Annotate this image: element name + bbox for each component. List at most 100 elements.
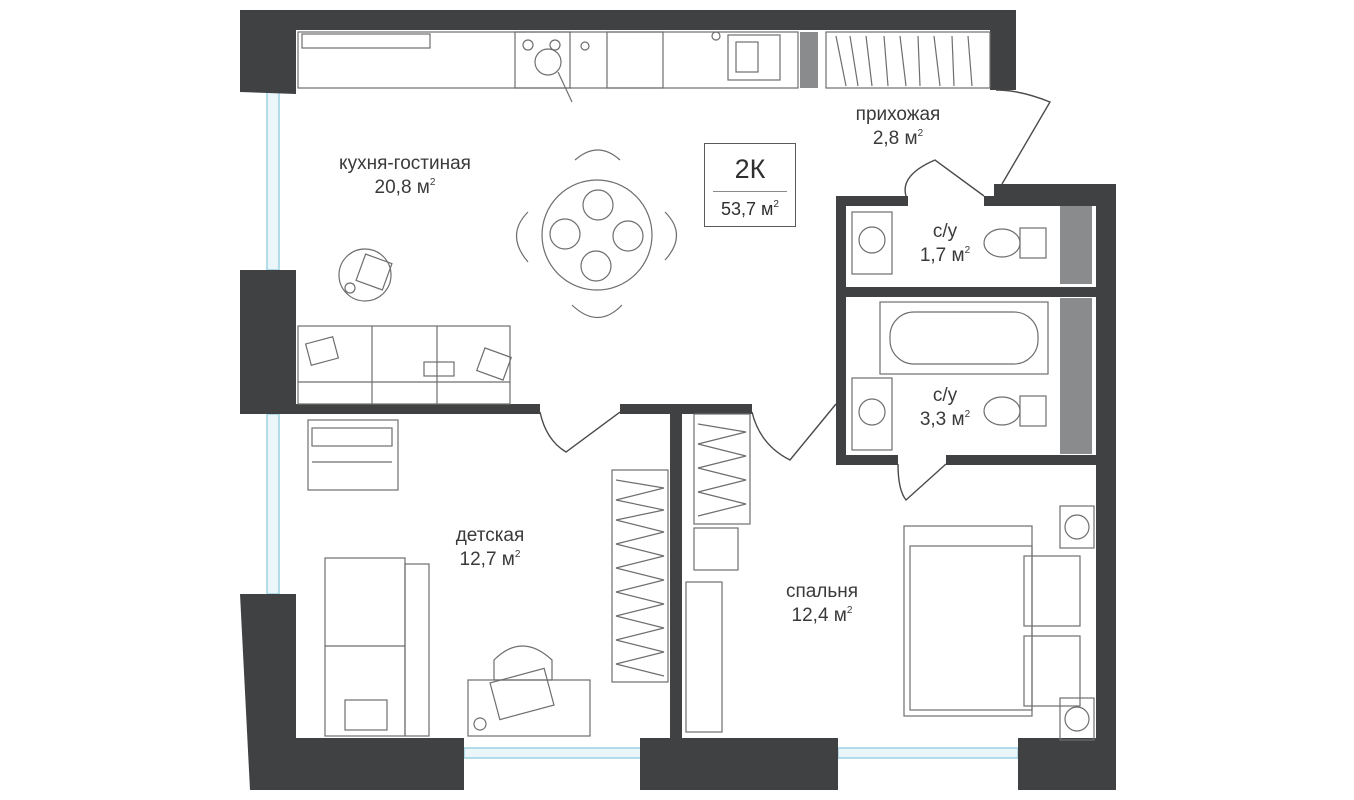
cushion [304,336,340,366]
hob [514,31,571,89]
door-living-kids [539,411,621,453]
wall-entry-stub [984,196,996,206]
cushion [475,347,513,381]
wall-bath-left-bottom [836,404,846,464]
living-furniture [297,248,513,405]
window-left-upper [266,91,280,271]
wardrobe-kids [611,469,669,683]
sofa [297,325,511,405]
tap-icon [711,31,721,41]
room-area: 12,7 м2 [459,549,521,570]
cabinet-knob [580,41,590,51]
shaft-kitchen [800,32,818,88]
nightstand [1059,697,1095,741]
bathtub [879,301,1049,375]
wall-top [240,10,1016,90]
shirt-box [693,527,739,571]
shaft-upper [1060,206,1092,284]
interior-walls [296,196,1096,738]
coffee-table [338,248,392,302]
kids-furniture [307,419,591,737]
windows [266,91,1019,759]
room-label-bedroom: спальня 12,4 м2 [762,580,882,628]
wall-bath-top [836,196,908,206]
burner-icon-2 [549,39,561,51]
wall-bottom-right [1018,184,1116,790]
room-area: 20,8 м2 [374,177,436,198]
burner-icon [522,39,534,51]
workbench-toy [307,419,399,491]
wall-bath-bottom-left [836,455,898,465]
wall-top-left-block [240,10,296,94]
room-name: спальня [785,581,859,602]
badge-divider [713,191,787,192]
doors [539,89,1052,502]
pan-icon [534,48,562,76]
hangers [835,35,973,87]
washbasin-large [851,377,893,451]
toilet-large [1019,395,1047,427]
apartment-total-area: 53,7 м2 [721,199,779,219]
window-bottom-bedroom [837,747,1019,759]
bed-kids [324,557,406,737]
wall-living-kids [296,404,540,414]
wardrobe-hall [825,31,991,89]
room-name: прихожая [855,104,941,125]
chair-left [515,211,529,263]
chair-top [574,149,621,161]
room-label-bath-small: с/у 1,7 м2 [900,220,990,268]
dining-table [541,179,653,291]
fridge [606,31,664,89]
room-label-kitchen: кухня-гостиная 20,8 м2 [300,152,510,200]
desk-lamp [473,717,487,731]
shaft-lower [1060,298,1092,454]
wall-right-entry [994,184,1116,206]
room-area: 1,7 м2 [919,245,971,266]
side-panel [404,563,430,737]
window-bottom-kids [463,747,643,759]
room-name: с/у [932,221,958,242]
desk [467,679,591,737]
chair-right [664,211,678,261]
apartment-badge: 2К 53,7 м2 [704,143,796,227]
wall-bath-left-top [836,196,846,406]
ironing-board [685,581,723,733]
plate [582,189,614,221]
sink [727,34,781,81]
plate [549,218,581,250]
toilet-small [1019,227,1047,259]
pillow [1023,555,1081,627]
room-name: детская [455,525,525,546]
door-bath-small [904,159,985,197]
wall-bottom-middle [640,738,838,790]
wardrobe-bedroom [693,413,751,525]
apartment-type: 2К [734,154,766,184]
cushion [423,361,455,377]
room-area: 12,4 м2 [791,605,853,626]
wardrobes [611,413,751,733]
chair-bottom [571,304,623,319]
room-label-hall: прихожая 2,8 м2 [818,103,978,151]
door-entry [995,89,1052,185]
wall-left-bottom [240,594,464,790]
room-label-kids: детская 12,7 м2 [430,524,550,572]
pillow [1023,635,1081,707]
wall-bath-bottom-right [946,455,1096,465]
door-bath-large [897,463,947,502]
room-area: 3,3 м2 [919,409,971,430]
nightstand [1059,505,1095,549]
wall-living-center [620,404,752,414]
room-area: 2,8 м2 [872,128,924,149]
bed-double [903,525,1033,717]
sink-basin [735,41,759,73]
washbasin-small [851,211,893,275]
wall-left-middle [240,270,296,414]
desk-chair [493,645,553,681]
room-label-bath-large: с/у 3,3 м2 [900,384,990,432]
plate [580,250,612,282]
pillow-kids [344,699,388,731]
outer-walls [240,10,1116,790]
room-name: кухня-гостиная [339,153,471,174]
kitchen-furniture [297,31,991,103]
